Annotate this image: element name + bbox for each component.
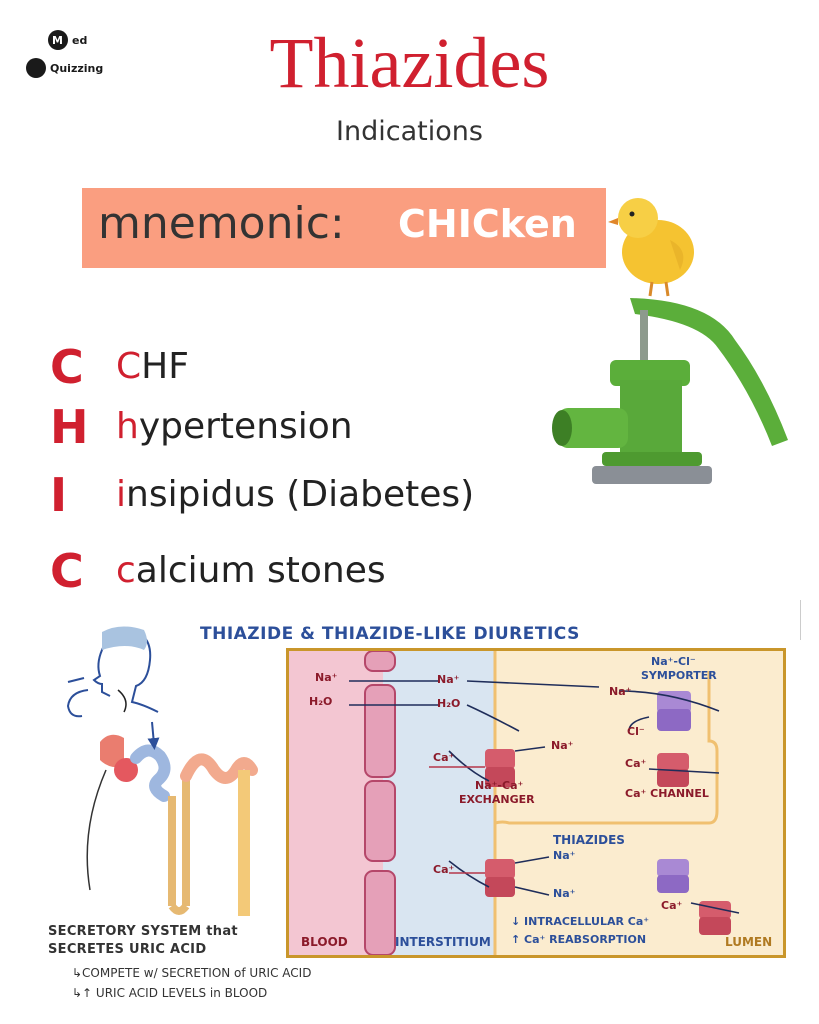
chick-pump-illustration bbox=[552, 198, 788, 484]
exchanger-label: Na⁺-Ca⁺ bbox=[475, 779, 524, 792]
reabsorption-label: ↑ Ca⁺ REABSORPTION bbox=[511, 933, 647, 946]
na-label: Na⁺ bbox=[551, 739, 574, 752]
na-label: Na⁺ bbox=[609, 685, 632, 698]
na-label: Na⁺ bbox=[437, 673, 460, 686]
mnemonic-letter: C bbox=[50, 340, 84, 394]
calcium-channel-protein-icon bbox=[657, 753, 689, 787]
divider bbox=[800, 600, 801, 640]
secretory-label: SECRETORY SYSTEM that bbox=[48, 924, 238, 939]
secretory-note: ↳COMPETE w/ SECRETION of URIC ACID bbox=[72, 966, 312, 980]
ca-label: Ca⁺ bbox=[661, 899, 683, 912]
ca-label: Ca⁺ bbox=[433, 751, 455, 764]
pointer-line bbox=[86, 769, 107, 891]
exchanger-protein-icon bbox=[485, 859, 515, 897]
logo-text: Quizzing bbox=[50, 62, 104, 75]
water-pump-icon bbox=[552, 298, 788, 484]
mnemonic-text: hypertension bbox=[116, 406, 353, 447]
lumen-region bbox=[495, 651, 783, 955]
symporter-blocked-protein-icon bbox=[657, 859, 689, 893]
transport-diagram: Na⁺ H₂O Na⁺ H₂O Na⁺ Na⁺-Cl⁻ SYMPORTER Cl… bbox=[286, 648, 786, 958]
mnemonic-letter: H bbox=[50, 400, 89, 454]
thiazides-label: THIAZIDES bbox=[553, 833, 625, 847]
arrow-icon bbox=[117, 689, 127, 713]
hair-icon bbox=[102, 626, 147, 650]
mnemonic-label: mnemonic: bbox=[98, 198, 345, 249]
mnemonic-text: CHF bbox=[116, 346, 189, 387]
logo: M ed Quizzing bbox=[22, 28, 112, 78]
transport-arrows bbox=[349, 680, 740, 914]
logo-dot-icon bbox=[26, 58, 46, 78]
logo-text: M bbox=[52, 34, 63, 47]
intracellular-label: ↓ INTRACELLULAR Ca⁺ bbox=[511, 915, 650, 928]
mnemonic-text: calcium stones bbox=[116, 550, 386, 591]
blood-label: BLOOD bbox=[301, 935, 348, 949]
lumen-label: LUMEN bbox=[725, 935, 773, 949]
mnemonic-text: insipidus (Diabetes) bbox=[116, 474, 475, 515]
symporter-protein-icon bbox=[657, 691, 691, 731]
logo-text: ed bbox=[72, 34, 88, 47]
ca-label: Ca⁺ bbox=[625, 757, 647, 770]
mnemonic-banner: mnemonic: CHICken bbox=[82, 188, 606, 268]
mnemonic-letter: C bbox=[50, 544, 84, 598]
mnemonic-word: CHICken bbox=[398, 202, 577, 246]
cl-label: Cl⁻ bbox=[627, 725, 645, 738]
exchanger-label: EXCHANGER bbox=[459, 793, 535, 806]
interstitium-label: INTERSTITIUM bbox=[395, 935, 491, 949]
nephron-illustration bbox=[66, 626, 258, 916]
calcium-channel-protein-icon bbox=[699, 901, 731, 935]
ca-label: Ca⁺ bbox=[433, 863, 455, 876]
exchanger-protein-icon bbox=[485, 749, 515, 787]
na-label: Na⁺ bbox=[553, 887, 576, 900]
page-subtitle: Indications bbox=[336, 116, 483, 147]
secretory-note: ↳↑ URIC ACID LEVELS in BLOOD bbox=[72, 986, 268, 1000]
na-label: Na⁺ bbox=[315, 671, 338, 684]
h2o-label: H₂O bbox=[309, 695, 333, 708]
blood-cells bbox=[364, 651, 396, 955]
h2o-label: H₂O bbox=[437, 697, 461, 710]
na-label: Na⁺ bbox=[553, 849, 576, 862]
page-title: Thiazides bbox=[269, 23, 550, 103]
secretory-label: SECRETES URIC ACID bbox=[48, 942, 207, 957]
symporter-label: Na⁺-Cl⁻ bbox=[651, 655, 696, 668]
symporter-label: SYMPORTER bbox=[641, 669, 717, 682]
channel-label: Ca⁺ CHANNEL bbox=[625, 787, 709, 800]
mnemonic-letter: I bbox=[50, 468, 68, 522]
diagram-title: THIAZIDE & THIAZIDE-LIKE DIURETICS bbox=[200, 624, 580, 644]
chick-icon bbox=[608, 198, 694, 297]
interstitium-region bbox=[383, 651, 495, 955]
logo-dot-icon bbox=[48, 30, 68, 50]
nephron-icon bbox=[100, 721, 258, 916]
transport-diagram-graphics bbox=[289, 651, 783, 955]
